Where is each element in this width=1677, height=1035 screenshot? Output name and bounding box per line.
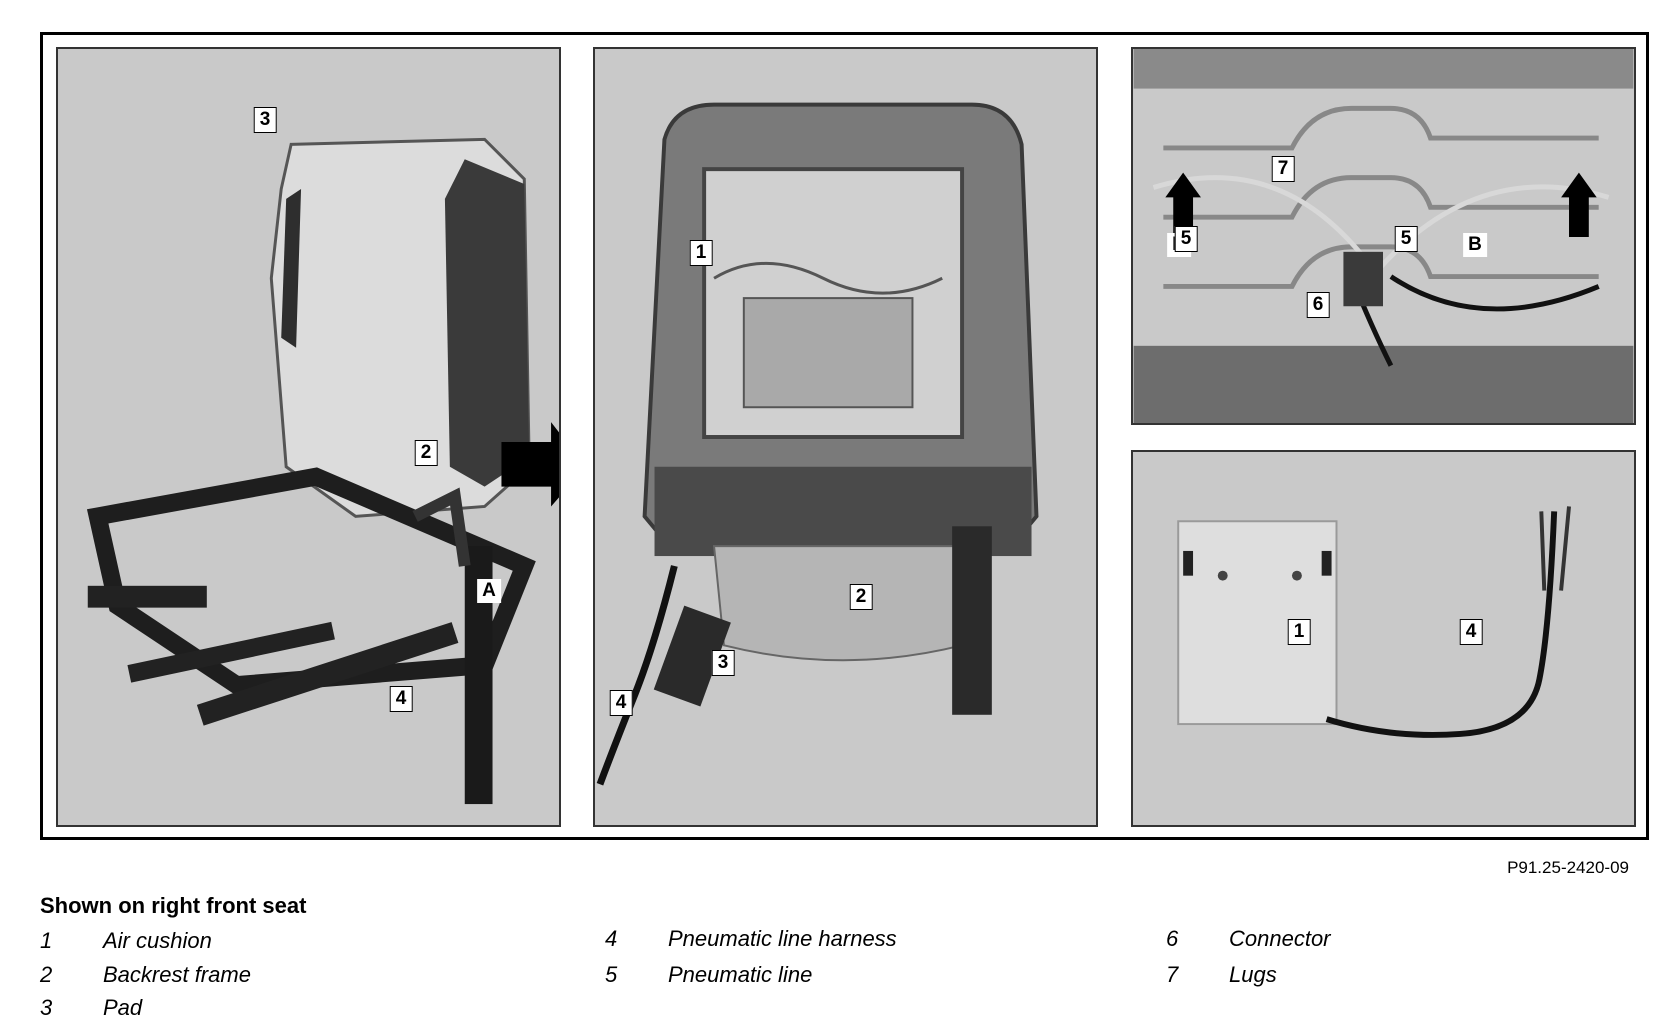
callout-5-right: 5 (1394, 226, 1418, 252)
panel-air-cushion (1131, 450, 1636, 827)
legend-number: 5 (605, 962, 618, 987)
callout-A: A (477, 579, 501, 603)
callout-5-left: 5 (1174, 226, 1198, 252)
panel-backrest-frame (593, 47, 1098, 827)
seat-illustration (86, 137, 559, 805)
callout-7: 7 (1271, 156, 1295, 182)
legend-label: Pneumatic line harness (668, 926, 897, 951)
callout-3b: 3 (711, 650, 735, 676)
legend-number: 3 (40, 995, 53, 1020)
callout-1b: 1 (1287, 619, 1311, 645)
legend-label: Lugs (1229, 962, 1277, 987)
legend-number: 2 (40, 962, 53, 987)
legend-label: Air cushion (103, 928, 212, 953)
legend-number: 7 (1166, 962, 1179, 987)
legend-number: 4 (605, 926, 618, 951)
panel-detail-interior (1131, 47, 1636, 425)
callout-4b: 4 (609, 690, 633, 716)
air-cushion-illustration (1177, 506, 1571, 738)
callout-2: 2 (414, 440, 438, 466)
legend-label: Pad (103, 995, 143, 1020)
legend-number: 6 (1166, 926, 1179, 951)
legend-label: Connector (1229, 926, 1331, 951)
legend-label: Pneumatic line (668, 962, 813, 987)
callout-2b: 2 (849, 584, 873, 610)
interior-illustration (1133, 49, 1634, 423)
callout-6: 6 (1306, 292, 1330, 318)
legend-number: 1 (40, 928, 53, 953)
figure-frame: 3 2 A 4 1 2 3 4 B 5 7 6 5 B 1 4 (40, 32, 1649, 840)
callout-4c: 4 (1459, 619, 1483, 645)
callout-1: 1 (689, 240, 713, 266)
callout-3: 3 (253, 107, 277, 133)
callout-B-right: B (1463, 233, 1487, 257)
backrest-illustration (596, 102, 1039, 786)
panel-seat-with-pad (56, 47, 561, 827)
figure-reference: P91.25-2420-09 (1507, 858, 1629, 877)
caption-title: Shown on right front seat (40, 893, 307, 918)
callout-4: 4 (389, 686, 413, 712)
legend-label: Backrest frame (103, 962, 251, 987)
